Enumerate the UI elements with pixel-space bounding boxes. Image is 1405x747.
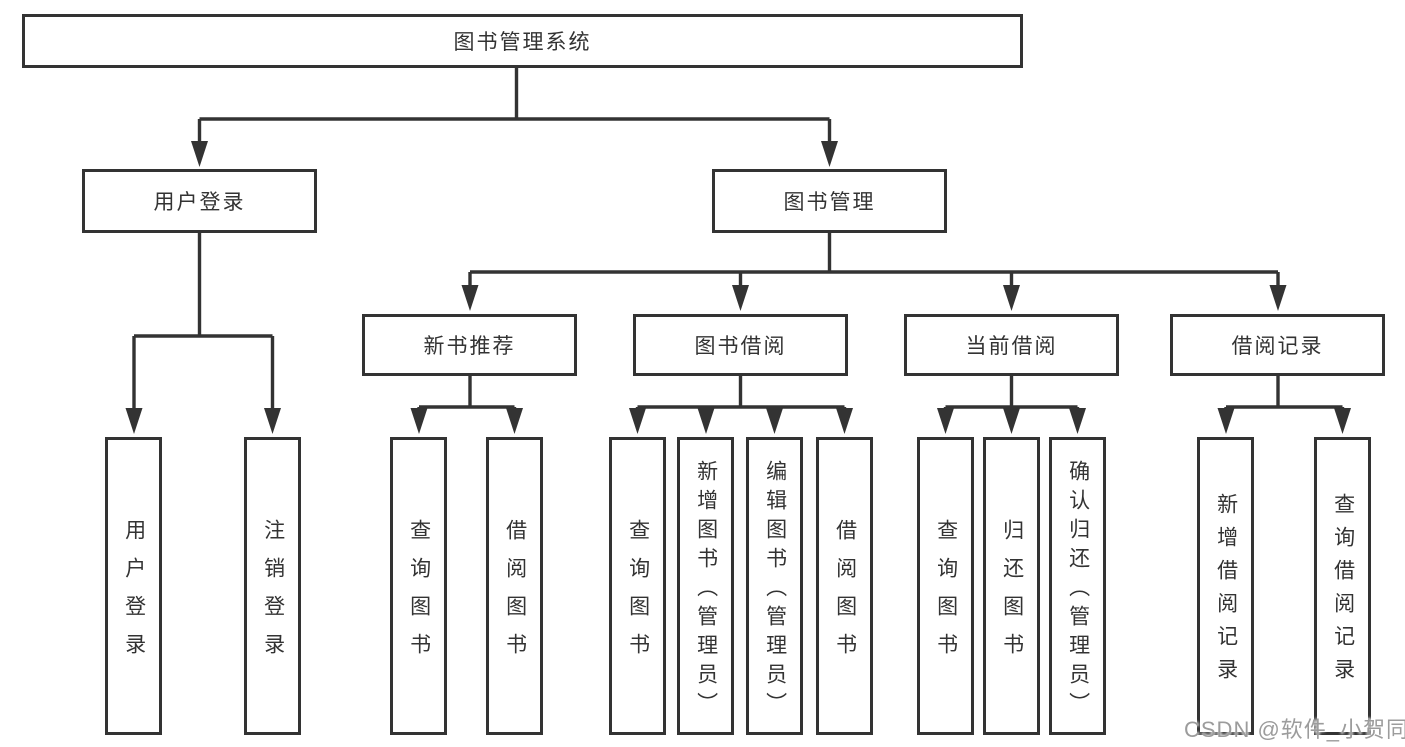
node-new-book-recommendation: 新书推荐: [362, 314, 577, 376]
node-label: 当前借阅: [965, 335, 1058, 358]
arrow-down-icon: [937, 408, 954, 434]
node-label: 图书管理: [783, 191, 876, 214]
leaf-label: 新增借阅记录: [1214, 493, 1238, 691]
leaf-borrow-books-2: 借阅图书: [816, 437, 873, 735]
leaf-query-books-2: 查询图书: [609, 437, 666, 735]
leaf-query-books: 查询图书: [390, 437, 447, 735]
leaf-label: 查询借阅记录: [1331, 493, 1355, 691]
node-user-login: 用户登录: [82, 169, 317, 233]
node-borrowing-records: 借阅记录: [1170, 314, 1385, 376]
leaf-add-borrow-record: 新增借阅记录: [1197, 437, 1254, 735]
arrow-down-icon: [836, 408, 853, 434]
leaf-label: 归还图书: [1000, 518, 1024, 671]
leaf-label: 查询图书: [934, 518, 958, 671]
watermark: CSDN @软件_小贺同学: [1184, 717, 1405, 742]
leaf-return-books: 归还图书: [983, 437, 1040, 735]
leaf-label: 编辑图书（管理员）: [763, 459, 787, 721]
node-book-management: 图书管理: [712, 169, 947, 233]
arrow-down-icon: [506, 408, 523, 434]
leaf-user-login: 用户登录: [105, 437, 162, 735]
node-current-borrowing: 当前借阅: [904, 314, 1119, 376]
leaf-label: 用户登录: [122, 518, 146, 671]
node-label: 新书推荐: [423, 335, 516, 358]
arrow-down-icon: [125, 408, 143, 434]
arrow-down-icon: [1069, 408, 1086, 434]
arrow-down-icon: [1269, 285, 1287, 311]
arrow-down-icon: [264, 408, 281, 434]
leaf-label: 查询图书: [626, 518, 650, 671]
node-label: 借阅记录: [1231, 335, 1324, 358]
node-label: 图书管理系统: [453, 31, 592, 54]
arrow-down-icon: [766, 408, 783, 434]
arrow-down-icon: [410, 408, 428, 434]
leaf-label: 确认归还（管理员）: [1066, 459, 1090, 721]
connector-stems: [132, 66, 1345, 413]
node-book-borrowing: 图书借阅: [633, 314, 848, 376]
leaf-confirm-return-admin: 确认归还（管理员）: [1049, 437, 1106, 735]
leaf-query-books-3: 查询图书: [917, 437, 974, 735]
arrow-down-icon: [1334, 408, 1351, 434]
node-library-management-system: 图书管理系统: [22, 14, 1023, 68]
arrow-down-icon: [1003, 408, 1020, 434]
arrow-down-icon: [1217, 408, 1235, 434]
leaf-add-books-admin: 新增图书（管理员）: [677, 437, 734, 735]
leaf-query-borrow-record: 查询借阅记录: [1314, 437, 1371, 735]
leaf-label: 查询图书: [407, 518, 431, 671]
arrow-down-icon: [821, 141, 838, 167]
arrowheads: [125, 141, 1351, 434]
leaf-label: 新增图书（管理员）: [694, 459, 718, 721]
leaf-label: 借阅图书: [503, 518, 527, 671]
arrow-down-icon: [732, 285, 749, 311]
node-label: 用户登录: [153, 191, 246, 214]
leaf-logout: 注销登录: [244, 437, 301, 735]
arrow-down-icon: [1003, 285, 1020, 311]
node-label: 图书借阅: [694, 335, 787, 358]
leaf-edit-books-admin: 编辑图书（管理员）: [746, 437, 803, 735]
leaf-label: 借阅图书: [833, 518, 857, 671]
leaf-label: 注销登录: [261, 518, 285, 671]
leaf-borrow-books: 借阅图书: [486, 437, 543, 735]
arrow-down-icon: [191, 141, 208, 167]
arrow-down-icon: [697, 408, 715, 434]
arrow-down-icon: [461, 285, 479, 311]
arrow-down-icon: [629, 408, 646, 434]
